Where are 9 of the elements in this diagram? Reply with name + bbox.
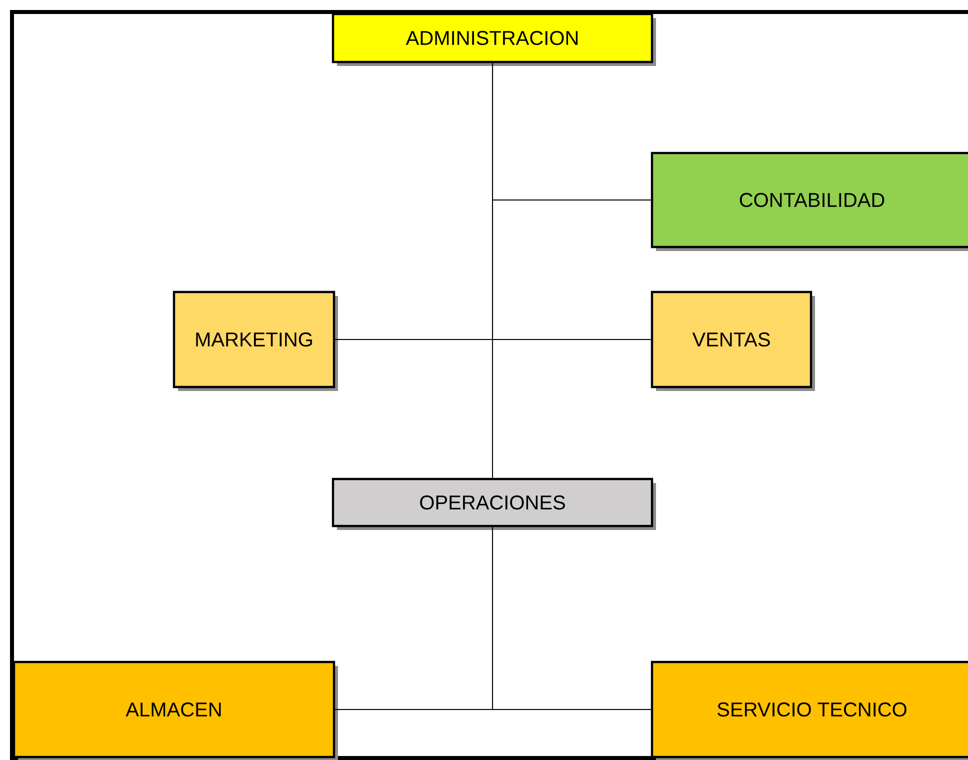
department-box: MARKETING bbox=[172, 290, 338, 391]
connector-line bbox=[492, 62, 493, 478]
department-box: ADMINISTRACION bbox=[332, 12, 656, 66]
department-box: SERVICIO TECNICO bbox=[650, 660, 968, 760]
connector-line bbox=[492, 526, 652, 710]
department-box: OPERACIONES bbox=[332, 478, 656, 530]
department-box: CONTABILIDAD bbox=[650, 152, 968, 251]
department-box: ALMACEN bbox=[12, 660, 338, 760]
department-box: VENTAS bbox=[650, 290, 815, 391]
